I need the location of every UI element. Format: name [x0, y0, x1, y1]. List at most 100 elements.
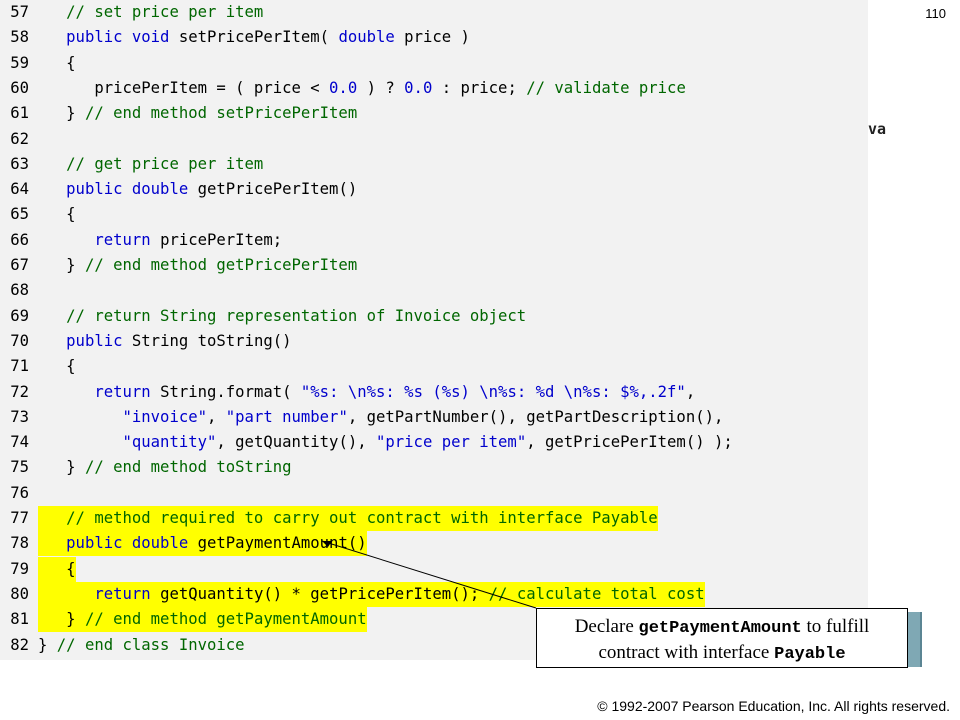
code-token: // end method getPricePerItem: [84, 256, 358, 274]
code-token: [38, 307, 66, 325]
code-token: // return String representation of Invoi…: [66, 306, 527, 325]
slide-number: 110: [925, 6, 946, 21]
code-token: public: [66, 331, 123, 350]
code-text: pricePerItem = ( price < 0.0 ) ? 0.0 : p…: [38, 76, 686, 101]
code-token: }: [38, 635, 57, 654]
code-token: return: [94, 382, 151, 401]
code-token: public double: [66, 534, 189, 553]
code-text: } // end method setPricePerItem: [38, 101, 357, 126]
code-text: public String toString(): [38, 329, 291, 354]
line-number: 78: [10, 534, 29, 553]
line-number: 80: [10, 584, 29, 603]
highlighted-code: } // end method getPaymentAmount: [38, 607, 367, 633]
code-text: "quantity", getQuantity(), "price per it…: [38, 430, 733, 455]
line-number: 70: [10, 331, 29, 350]
highlighted-code: return getQuantity() * getPricePerItem()…: [38, 581, 705, 607]
code-token: // get price per item: [66, 154, 264, 173]
line-number: 81: [10, 610, 29, 629]
line-number: 74: [10, 433, 29, 452]
code-text: return pricePerItem;: [38, 228, 282, 253]
code-token: public double: [66, 180, 189, 199]
code-token: // end method setPricePerItem: [84, 104, 358, 123]
code-token: : price;: [432, 78, 527, 97]
code-token: // set price per item: [66, 3, 264, 21]
callout-method-name: getPaymentAmount: [638, 619, 802, 638]
code-token: "quantity": [122, 433, 217, 452]
code-token: getQuantity() * getPricePerItem();: [150, 584, 489, 603]
code-token: }: [38, 104, 85, 123]
code-text: public double getPricePerItem(): [38, 177, 357, 202]
code-token: {: [38, 53, 76, 72]
code-token: [38, 534, 66, 552]
line-number: 82: [10, 635, 29, 654]
code-text: // get price per item: [38, 152, 263, 177]
side-partial-text: va: [868, 120, 887, 138]
highlighted-code: // method required to carry out contract…: [38, 506, 658, 531]
line-number: 75: [10, 458, 29, 477]
line-number: 64: [10, 180, 29, 199]
code-token: double: [338, 28, 395, 47]
line-number: 67: [10, 256, 29, 274]
code-text: {: [38, 354, 76, 379]
code-token: [38, 408, 123, 426]
code-token: , getPricePerItem() );: [526, 433, 733, 452]
code-text: } // end class Invoice: [38, 633, 245, 658]
line-number: 61: [10, 104, 29, 123]
callout-middle: to fulfill: [801, 616, 870, 637]
highlighted-code: public double getPaymentAmount(): [38, 531, 367, 557]
code-token: "price per item": [376, 433, 527, 452]
line-number: 68: [10, 281, 29, 300]
callout-interface-name: Payable: [774, 645, 846, 664]
copyright-notice: © 1992-2007 Pearson Education, Inc. All …: [597, 698, 950, 714]
code-token: return: [94, 230, 151, 249]
line-number: 57: [10, 3, 29, 21]
line-number: 79: [10, 559, 29, 578]
line-number: 73: [10, 407, 29, 426]
code-token: // end method getPaymentAmount: [84, 610, 367, 629]
line-number: 66: [10, 230, 29, 249]
code-text: // return String representation of Invoi…: [38, 304, 526, 329]
code-token: [38, 585, 94, 603]
line-number: 59: [10, 53, 29, 72]
code-token: [38, 180, 66, 198]
code-token: String.format(: [150, 382, 301, 401]
code-token: {: [38, 205, 76, 224]
code-token: "%s: \n%s: %s (%s) \n%s: %d \n%s: $%,.2f…: [300, 382, 686, 401]
line-number: 76: [10, 483, 29, 502]
line-number: 60: [10, 78, 29, 97]
code-token: ) ?: [357, 78, 405, 97]
code-token: [38, 433, 123, 451]
code-token: return: [94, 584, 151, 603]
code-token: getPricePerItem(): [188, 180, 358, 199]
code-token: [38, 3, 66, 21]
code-token: ,: [685, 382, 696, 401]
line-number: 69: [10, 306, 29, 325]
code-token: ,: [207, 407, 226, 426]
line-number: 58: [10, 28, 29, 47]
line-number: 63: [10, 154, 29, 173]
code-token: // validate price: [526, 78, 686, 97]
code-token: [38, 383, 94, 401]
code-token: 0.0: [329, 78, 358, 97]
code-token: }: [38, 458, 85, 477]
code-text: // set price per item: [38, 0, 263, 25]
code-text: {: [38, 202, 76, 227]
code-token: // calculate total cost: [488, 584, 705, 603]
line-number: 77: [10, 509, 29, 527]
line-number: 71: [10, 357, 29, 376]
code-token: public void: [66, 28, 170, 47]
code-listing: 57 // set price per item 58 public void s…: [0, 0, 868, 660]
code-token: "invoice": [122, 407, 208, 426]
code-token: }: [38, 256, 85, 274]
side-accent-bar: [908, 612, 922, 667]
code-token: price ): [394, 28, 470, 47]
code-text: } // end method getPricePerItem: [38, 253, 357, 278]
code-token: {: [38, 357, 76, 376]
code-token: "part number": [225, 407, 348, 426]
code-text: } // end method toString: [38, 455, 291, 480]
code-token: getPaymentAmount(): [188, 534, 367, 553]
code-token: , getQuantity(),: [216, 433, 376, 452]
code-text: public void setPricePerItem( double pric…: [38, 25, 470, 50]
code-token: setPricePerItem(: [169, 28, 339, 47]
code-token: // method required to carry out contract…: [66, 509, 658, 527]
